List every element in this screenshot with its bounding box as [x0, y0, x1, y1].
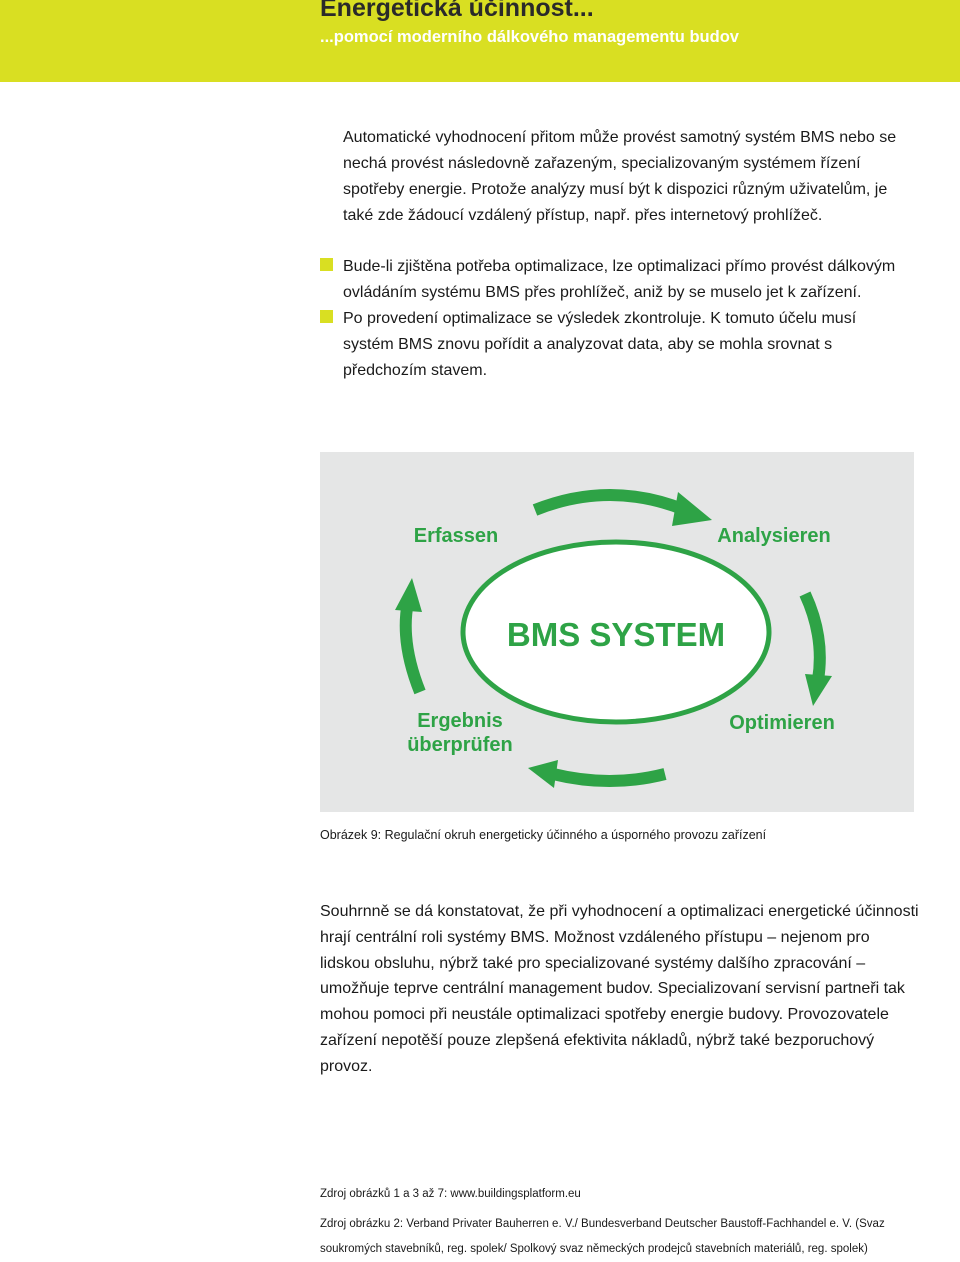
center-ellipse — [460, 539, 772, 725]
step-erfassen: Erfassen — [414, 525, 499, 547]
intro-paragraph: Automatické vyhodnocení přitom může prov… — [343, 129, 897, 224]
bullet-item: Bude-li zjištěna potřeba optimalizace, l… — [320, 254, 910, 306]
sources-block: Zdroj obrázků 1 a 3 až 7: www.buildingsp… — [320, 1186, 920, 1262]
page-title: Energetická účinnost... — [320, 0, 594, 22]
arrow-left-head-icon — [395, 578, 422, 612]
bullet-list: Bude-li zjištěna potřeba optimalizace, l… — [320, 254, 910, 384]
step-ergebnis: Ergebnis — [417, 710, 503, 732]
bullet-text: Bude-li zjištěna potřeba optimalizace, l… — [343, 258, 896, 301]
summary-paragraph: Souhrnně se dá konstatovat, že při vyhod… — [320, 903, 919, 1075]
bullet-text: Po provedení optimalizace se výsledek zk… — [343, 310, 857, 379]
step-ueberpruefen: überprüfen — [407, 734, 513, 756]
figure-caption: Obrázek 9: Regulační okruh energeticky ú… — [320, 828, 767, 842]
arrow-left-icon — [399, 600, 426, 695]
cycle-diagram-svg: BMS SYSTEM Erfassen Analysieren Optimier… — [395, 489, 835, 788]
header-band: Energetická účinnost... ...pomocí modern… — [0, 0, 960, 82]
arrow-right-icon — [799, 591, 826, 681]
bullet-item: Po provedení optimalizace se výsledek zk… — [320, 306, 910, 384]
square-bullet-icon — [320, 258, 333, 271]
arrow-top-head-icon — [672, 492, 712, 526]
arrow-right-head-icon — [805, 674, 832, 706]
page-subtitle: ...pomocí moderního dálkového management… — [320, 28, 739, 46]
step-optimieren: Optimieren — [729, 712, 835, 734]
arrow-top-icon — [532, 489, 688, 516]
arrow-bottom-icon — [551, 768, 667, 787]
bms-cycle-diagram: BMS SYSTEM Erfassen Analysieren Optimier… — [320, 452, 914, 812]
square-bullet-icon — [320, 310, 333, 323]
source-line: Zdroj obrázků 1 a 3 až 7: www.buildingsp… — [320, 1188, 581, 1200]
step-analysieren: Analysieren — [717, 525, 830, 547]
arrow-bottom-head-icon — [528, 760, 558, 788]
center-label: BMS SYSTEM — [507, 616, 725, 653]
source-line: Zdroj obrázku 2: Verband Privater Bauher… — [320, 1218, 885, 1255]
